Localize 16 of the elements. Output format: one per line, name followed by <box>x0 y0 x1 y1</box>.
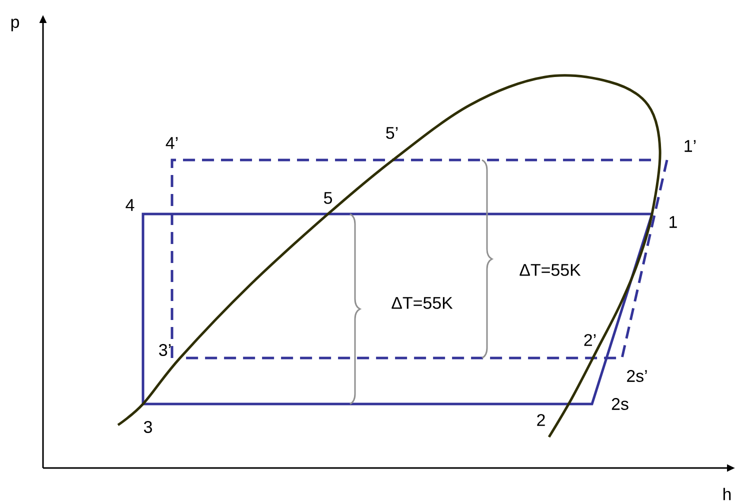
point-label: 2’ <box>584 334 596 346</box>
point-label: 2s’ <box>627 370 647 382</box>
point-label: 4’ <box>166 137 178 149</box>
point-label: 4 <box>126 199 134 211</box>
point-label: 3 <box>144 421 152 433</box>
point-label: 5’ <box>386 127 398 139</box>
axis-label: p <box>11 18 19 32</box>
point-label: 1 <box>670 216 677 228</box>
delta-t-label: ΔT=55K <box>520 264 581 276</box>
point-label: 1’ <box>684 140 696 152</box>
axis-label: h <box>723 488 731 500</box>
point-label: 3’ <box>159 344 171 356</box>
point-label: 2 <box>537 414 545 426</box>
point-label: 2s <box>612 398 628 410</box>
point-label: 5 <box>324 192 332 204</box>
delta-t-label: ΔT=55K <box>392 297 453 309</box>
